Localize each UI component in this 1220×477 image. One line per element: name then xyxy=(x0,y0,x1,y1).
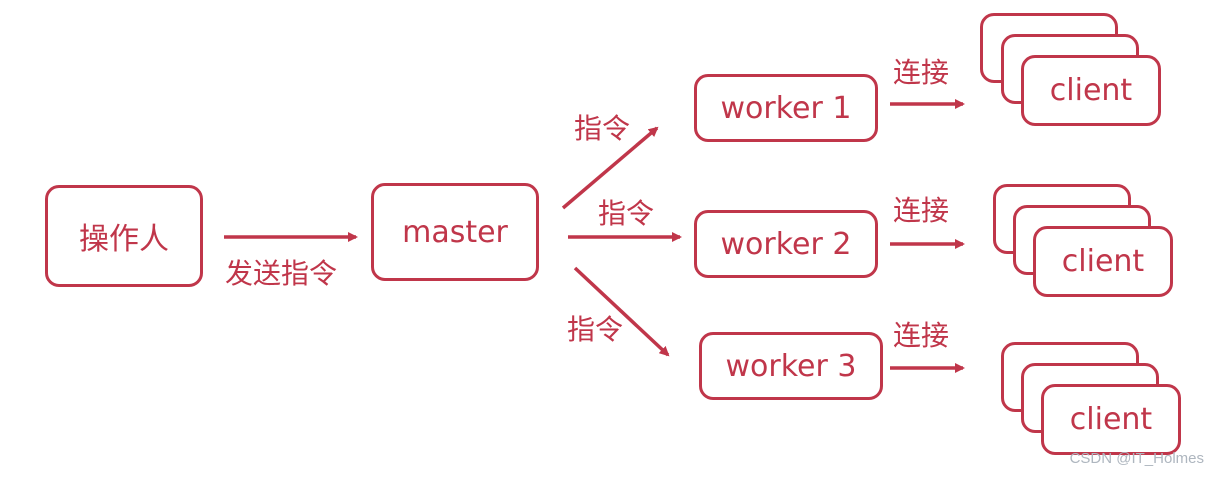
worker-2-node: worker 2 xyxy=(694,210,878,278)
watermark: CSDN @IT_Holmes xyxy=(1069,450,1204,467)
command-label-2: 指令 xyxy=(598,197,655,230)
send-command-label: 发送指令 xyxy=(225,257,338,290)
client-stack-2-card-front: client xyxy=(1033,226,1173,297)
operator-node: 操作人 xyxy=(45,185,203,287)
worker-1-node: worker 1 xyxy=(694,74,878,142)
connect-label-2: 连接 xyxy=(893,194,950,227)
connect-label-3: 连接 xyxy=(893,319,950,352)
arrow-master-to-worker-1 xyxy=(561,126,659,210)
arrow-master-to-worker-3 xyxy=(573,266,670,357)
client-stack-3-card-front: client xyxy=(1041,384,1181,455)
worker-3-node: worker 3 xyxy=(699,332,883,400)
command-label-3: 指令 xyxy=(567,313,624,346)
master-node: master xyxy=(371,183,539,281)
connect-label-1: 连接 xyxy=(893,56,950,89)
client-stack-1-card-front: client xyxy=(1021,55,1161,126)
command-label-1: 指令 xyxy=(574,112,631,145)
